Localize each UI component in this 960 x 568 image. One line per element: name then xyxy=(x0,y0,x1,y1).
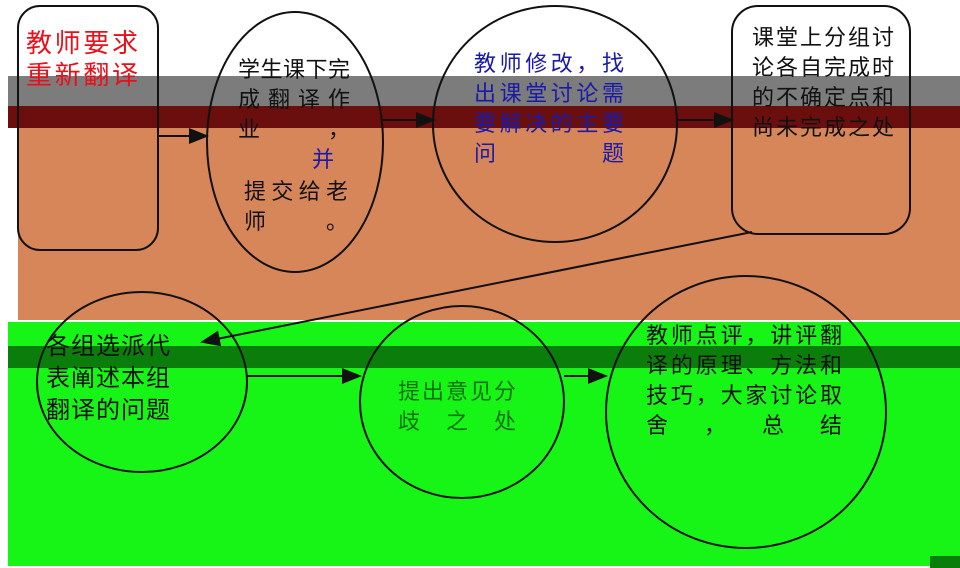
node-label-propose-differences: 提出意见分歧之处 xyxy=(398,380,516,435)
lower-dark-green-strip xyxy=(8,346,960,368)
node-ellipse-propose-differences xyxy=(359,305,565,499)
node-ellipse-group-representative xyxy=(36,291,248,473)
node-label-student-homework-b: 并 xyxy=(312,148,335,173)
node-label-student-homework-c: 提交给老师。 xyxy=(244,180,348,235)
node-label-group-discussion: 课堂上分组讨论各自完成时的不确定点和尚未完成之处 xyxy=(752,26,894,141)
node-label-teacher-retranslate: 教师要求重新翻译 xyxy=(26,29,138,91)
upper-gray-strip xyxy=(8,76,960,106)
arrow-discussion-to-representative xyxy=(200,231,753,347)
node-label-teacher-comment: 教师点评，讲评翻译的原理、方法和技巧，大家讨论取舍，总结 xyxy=(646,324,842,439)
node-box-teacher-retranslate xyxy=(17,5,159,251)
corner-strip xyxy=(930,556,960,568)
node-label-student-homework-a: 学生课下完成翻译作业， xyxy=(238,58,350,143)
node-label-group-representative: 各组选派代表阐述本组翻译的问题 xyxy=(46,332,170,424)
node-label-teacher-revise: 教师修改，找出课堂讨论需要解决的主要问题 xyxy=(474,52,624,167)
node-ellipse-teacher-comment xyxy=(605,275,887,549)
